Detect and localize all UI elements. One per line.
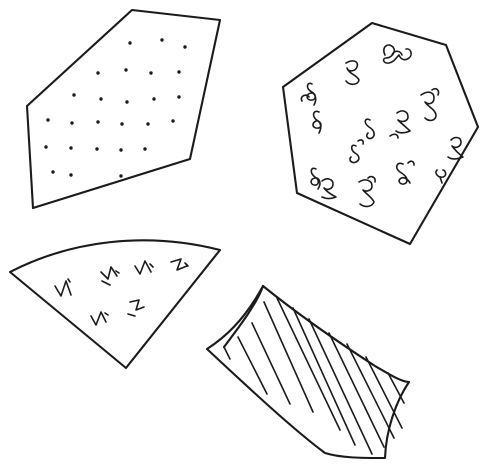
- hatched-quadrilateral: [207, 286, 409, 458]
- dotted-polygon: [27, 10, 220, 208]
- squiggle-hexagon: [283, 23, 478, 244]
- zigzag-sector: [10, 240, 220, 368]
